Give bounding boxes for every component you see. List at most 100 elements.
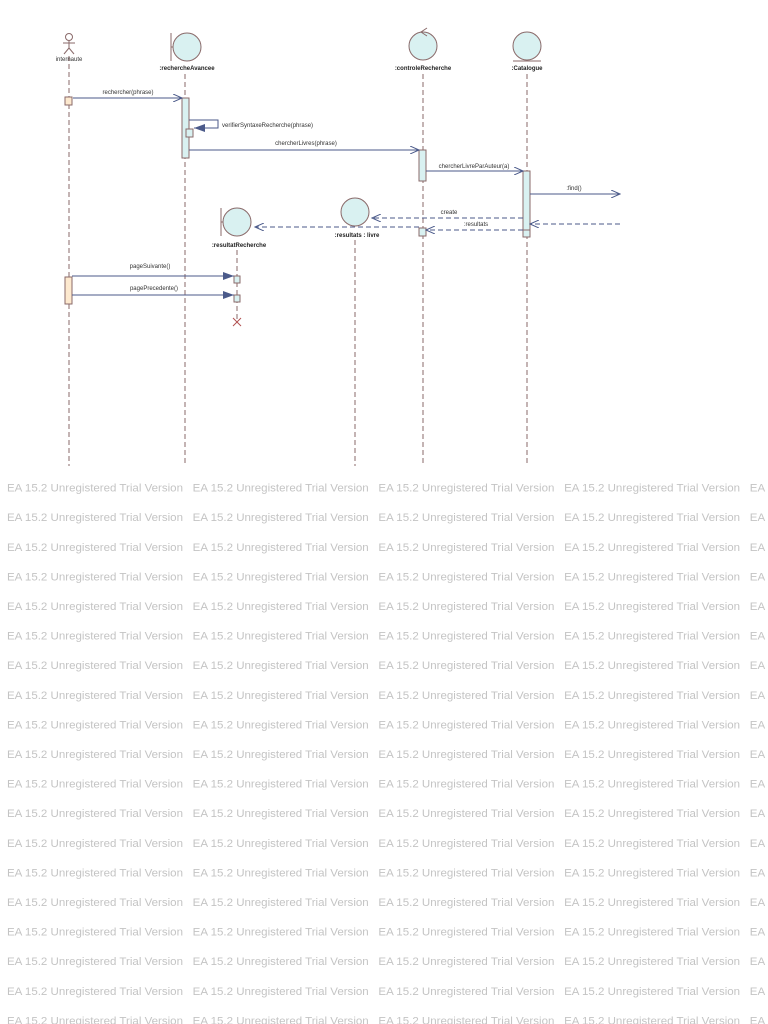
watermark-text: EA 15.2 Unregistered Trial Version <box>7 838 183 850</box>
watermark-text: EA 15.2 Unregistered Trial Version <box>564 1015 740 1024</box>
message-label: chercherLivres(phrase) <box>275 141 337 147</box>
watermark-text: EA 15.2 Unregistered Trial Version <box>378 571 554 583</box>
watermark-text: EA 15.2 Unregistered Trial Version <box>750 571 768 583</box>
watermark-text: EA 15.2 Unregistered Trial Version <box>7 779 183 791</box>
watermark-text: EA 15.2 Unregistered Trial Version <box>564 897 740 909</box>
watermark-text: EA 15.2 Unregistered Trial Version <box>7 542 183 554</box>
watermark-text: EA 15.2 Unregistered Trial Version <box>378 927 554 939</box>
watermark-text: EA 15.2 Unregistered Trial Version <box>193 986 369 998</box>
watermark-text: EA 15.2 Unregistered Trial Version <box>750 542 768 554</box>
activation-bar <box>522 170 531 234</box>
watermark-text: EA 15.2 Unregistered Trial Version <box>193 631 369 643</box>
watermark-text: EA 15.2 Unregistered Trial Version <box>564 542 740 554</box>
watermark-text: EA 15.2 Unregistered Trial Version <box>564 571 740 583</box>
message-label: create <box>441 210 458 216</box>
watermark-text: EA 15.2 Unregistered Trial Version <box>750 927 768 939</box>
watermark-text: EA 15.2 Unregistered Trial Version <box>378 986 554 998</box>
watermark-text: EA 15.2 Unregistered Trial Version <box>7 927 183 939</box>
watermark-text: EA 15.2 Unregistered Trial Version <box>378 867 554 879</box>
watermark-text: EA 15.2 Unregistered Trial Version <box>193 779 369 791</box>
watermark-text: EA 15.2 Unregistered Trial Version <box>7 690 183 702</box>
watermark-text: EA 15.2 Unregistered Trial Version <box>750 660 768 672</box>
activation-bar <box>418 227 427 237</box>
watermark-text: EA 15.2 Unregistered Trial Version <box>193 601 369 613</box>
watermark-text: EA 15.2 Unregistered Trial Version <box>378 719 554 731</box>
watermark-text: EA 15.2 Unregistered Trial Version <box>7 631 183 643</box>
watermark-text: EA 15.2 Unregistered Trial Version <box>7 956 183 968</box>
watermark-text: EA 15.2 Unregistered Trial Version <box>750 867 768 879</box>
participant-resultat-recherche: :resultatRecherche <box>212 243 267 249</box>
watermark-text: EA 15.2 Unregistered Trial Version <box>7 719 183 731</box>
watermark-text: EA 15.2 Unregistered Trial Version <box>193 927 369 939</box>
watermark-text: EA 15.2 Unregistered Trial Version <box>193 956 369 968</box>
activation-bar <box>185 128 194 138</box>
watermark-text: EA 15.2 Unregistered Trial Version <box>750 808 768 820</box>
watermark-text: EA 15.2 Unregistered Trial Version <box>378 631 554 643</box>
watermark-text: EA 15.2 Unregistered Trial Version <box>7 867 183 879</box>
watermark-text: EA 15.2 Unregistered Trial Version <box>193 660 369 672</box>
boundary-icon <box>170 32 202 62</box>
watermark-text: EA 15.2 Unregistered Trial Version <box>564 601 740 613</box>
watermark-text: EA 15.2 Unregistered Trial Version <box>564 719 740 731</box>
watermark-text: EA 15.2 Unregistered Trial Version <box>750 483 768 495</box>
activation-bar <box>64 96 73 106</box>
activation-bar <box>64 276 73 305</box>
watermark-text: EA 15.2 Unregistered Trial Version <box>378 897 554 909</box>
watermark-text: EA 15.2 Unregistered Trial Version <box>378 601 554 613</box>
watermark-text: EA 15.2 Unregistered Trial Version <box>193 1015 369 1024</box>
participant-resultats: :resultats : livre <box>335 233 380 239</box>
watermark-text: EA 15.2 Unregistered Trial Version <box>750 779 768 791</box>
watermark-text: EA 15.2 Unregistered Trial Version <box>7 483 183 495</box>
activation-bar <box>418 149 427 182</box>
message-label: pageSuivante() <box>130 264 171 270</box>
watermark-text: EA 15.2 Unregistered Trial Version <box>193 571 369 583</box>
message-label: :resultats <box>464 222 488 228</box>
watermark-text: EA 15.2 Unregistered Trial Version <box>378 808 554 820</box>
watermark-text: EA 15.2 Unregistered Trial Version <box>378 838 554 850</box>
watermark-text: EA 15.2 Unregistered Trial Version <box>193 483 369 495</box>
watermark-text: EA 15.2 Unregistered Trial Version <box>564 749 740 761</box>
entity-icon <box>512 31 542 62</box>
watermark-text: EA 15.2 Unregistered Trial Version <box>750 690 768 702</box>
destroy-icon <box>232 317 242 327</box>
watermark-text: EA 15.2 Unregistered Trial Version <box>378 690 554 702</box>
watermark-text: EA 15.2 Unregistered Trial Version <box>7 512 183 524</box>
actor-icon <box>63 33 75 55</box>
participant-recherche-avancee: :rechercheAvancee <box>159 66 215 72</box>
watermark-text: EA 15.2 Unregistered Trial Version <box>564 660 740 672</box>
watermark-text: EA 15.2 Unregistered Trial Version <box>378 542 554 554</box>
watermark-text: EA 15.2 Unregistered Trial Version <box>193 749 369 761</box>
watermark-text: EA 15.2 Unregistered Trial Version <box>193 512 369 524</box>
watermark-text: EA 15.2 Unregistered Trial Version <box>7 601 183 613</box>
watermark-text: EA 15.2 Unregistered Trial Version <box>750 956 768 968</box>
watermark-text: EA 15.2 Unregistered Trial Version <box>378 660 554 672</box>
watermark-text: EA 15.2 Unregistered Trial Version <box>193 690 369 702</box>
message-label: chercherLivreParAuteur(a) <box>439 164 510 170</box>
watermark-text: EA 15.2 Unregistered Trial Version <box>750 512 768 524</box>
activation-bar <box>181 97 190 159</box>
watermark-text: EA 15.2 Unregistered Trial Version <box>378 779 554 791</box>
watermark-text: EA 15.2 Unregistered Trial Version <box>378 512 554 524</box>
watermark-text: EA 15.2 Unregistered Trial Version <box>750 749 768 761</box>
watermark-text: EA 15.2 Unregistered Trial Version <box>564 512 740 524</box>
watermark-text: EA 15.2 Unregistered Trial Version <box>564 956 740 968</box>
watermark-text: EA 15.2 Unregistered Trial Version <box>750 601 768 613</box>
participant-internaute: internaute <box>56 57 83 63</box>
watermark-text: EA 15.2 Unregistered Trial Version <box>564 986 740 998</box>
watermark-text: EA 15.2 Unregistered Trial Version <box>564 690 740 702</box>
watermark-layer: EA 15.2 Unregistered Trial Version EA 15.… <box>7 483 768 1024</box>
watermark-text: EA 15.2 Unregistered Trial Version <box>564 808 740 820</box>
control-icon <box>408 27 438 61</box>
watermark-text: EA 15.2 Unregistered Trial Version <box>378 1015 554 1024</box>
message-label: verifierSyntaxeRecherche(phrase) <box>222 123 313 129</box>
watermark-text: EA 15.2 Unregistered Trial Version <box>193 897 369 909</box>
watermark-text: EA 15.2 Unregistered Trial Version <box>7 571 183 583</box>
watermark-text: EA 15.2 Unregistered Trial Version <box>564 927 740 939</box>
watermark-text: EA 15.2 Unregistered Trial Version <box>193 867 369 879</box>
watermark-text: EA 15.2 Unregistered Trial Version <box>7 1015 183 1024</box>
watermark-text: EA 15.2 Unregistered Trial Version <box>564 779 740 791</box>
watermark-text: EA 15.2 Unregistered Trial Version <box>750 1015 768 1024</box>
watermark-text: EA 15.2 Unregistered Trial Version <box>193 838 369 850</box>
self-message-arrow <box>189 119 219 132</box>
